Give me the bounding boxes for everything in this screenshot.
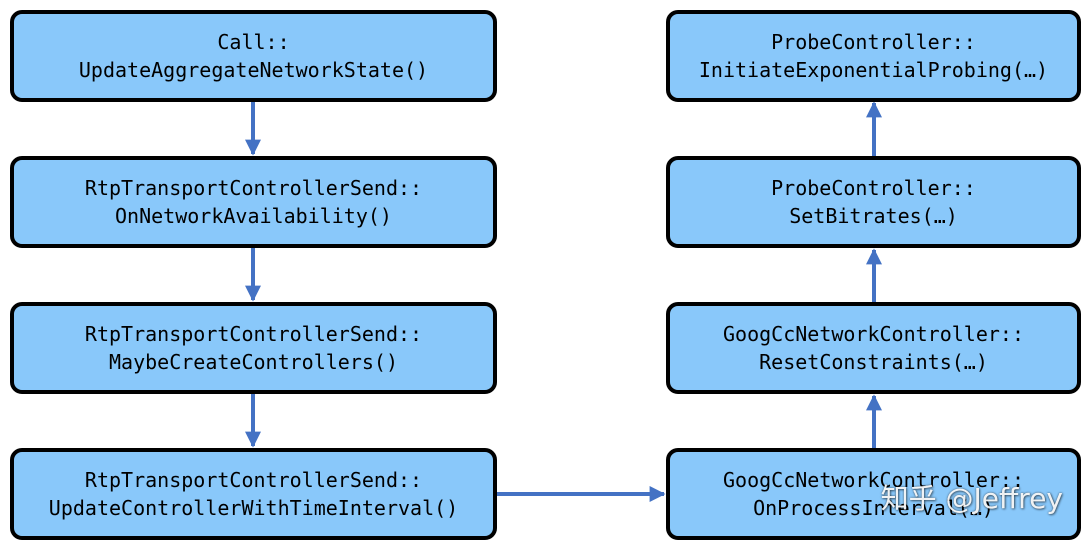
node-line2: UpdateAggregateNetworkState() <box>78 58 429 82</box>
node-line2: UpdateControllerWithTimeInterval() <box>48 496 459 520</box>
node-line2: SetBitrates(…) <box>789 204 958 228</box>
node-line1: GoogCcNetworkController:: <box>722 322 1025 346</box>
node-maybe-create-controllers: RtpTransportControllerSend:: MaybeCreate… <box>10 302 497 394</box>
node-line2: ResetConstraints(…) <box>759 350 988 374</box>
node-line2: MaybeCreateControllers() <box>109 350 398 374</box>
node-update-controller-with-time-interval: RtpTransportControllerSend:: UpdateContr… <box>10 448 497 540</box>
node-reset-constraints: GoogCcNetworkController:: ResetConstrain… <box>666 302 1081 394</box>
node-on-process-interval: GoogCcNetworkController:: OnProcessInter… <box>666 448 1081 540</box>
node-set-bitrates: ProbeController:: SetBitrates(…) <box>666 156 1081 248</box>
node-on-network-availability: RtpTransportControllerSend:: OnNetworkAv… <box>10 156 497 248</box>
node-line2: OnNetworkAvailability() <box>115 204 392 228</box>
node-initiate-exponential-probing: ProbeController:: InitiateExponentialPro… <box>666 10 1081 102</box>
node-call-update-aggregate-network-state: Call:: UpdateAggregateNetworkState() <box>10 10 497 102</box>
node-line1: RtpTransportControllerSend:: <box>84 176 423 200</box>
watermark: 知乎 @Jeffrey <box>880 482 1063 515</box>
node-line1: RtpTransportControllerSend:: <box>84 322 423 346</box>
node-line1: Call:: <box>217 30 290 54</box>
node-line1: GoogCcNetworkController:: <box>722 468 1025 492</box>
node-line2: InitiateExponentialProbing(…) <box>698 58 1049 82</box>
node-line1: RtpTransportControllerSend:: <box>84 468 423 492</box>
node-line1: ProbeController:: <box>771 30 976 54</box>
node-line2: OnProcessInterval(…) <box>753 496 994 520</box>
node-line1: ProbeController:: <box>771 176 976 200</box>
